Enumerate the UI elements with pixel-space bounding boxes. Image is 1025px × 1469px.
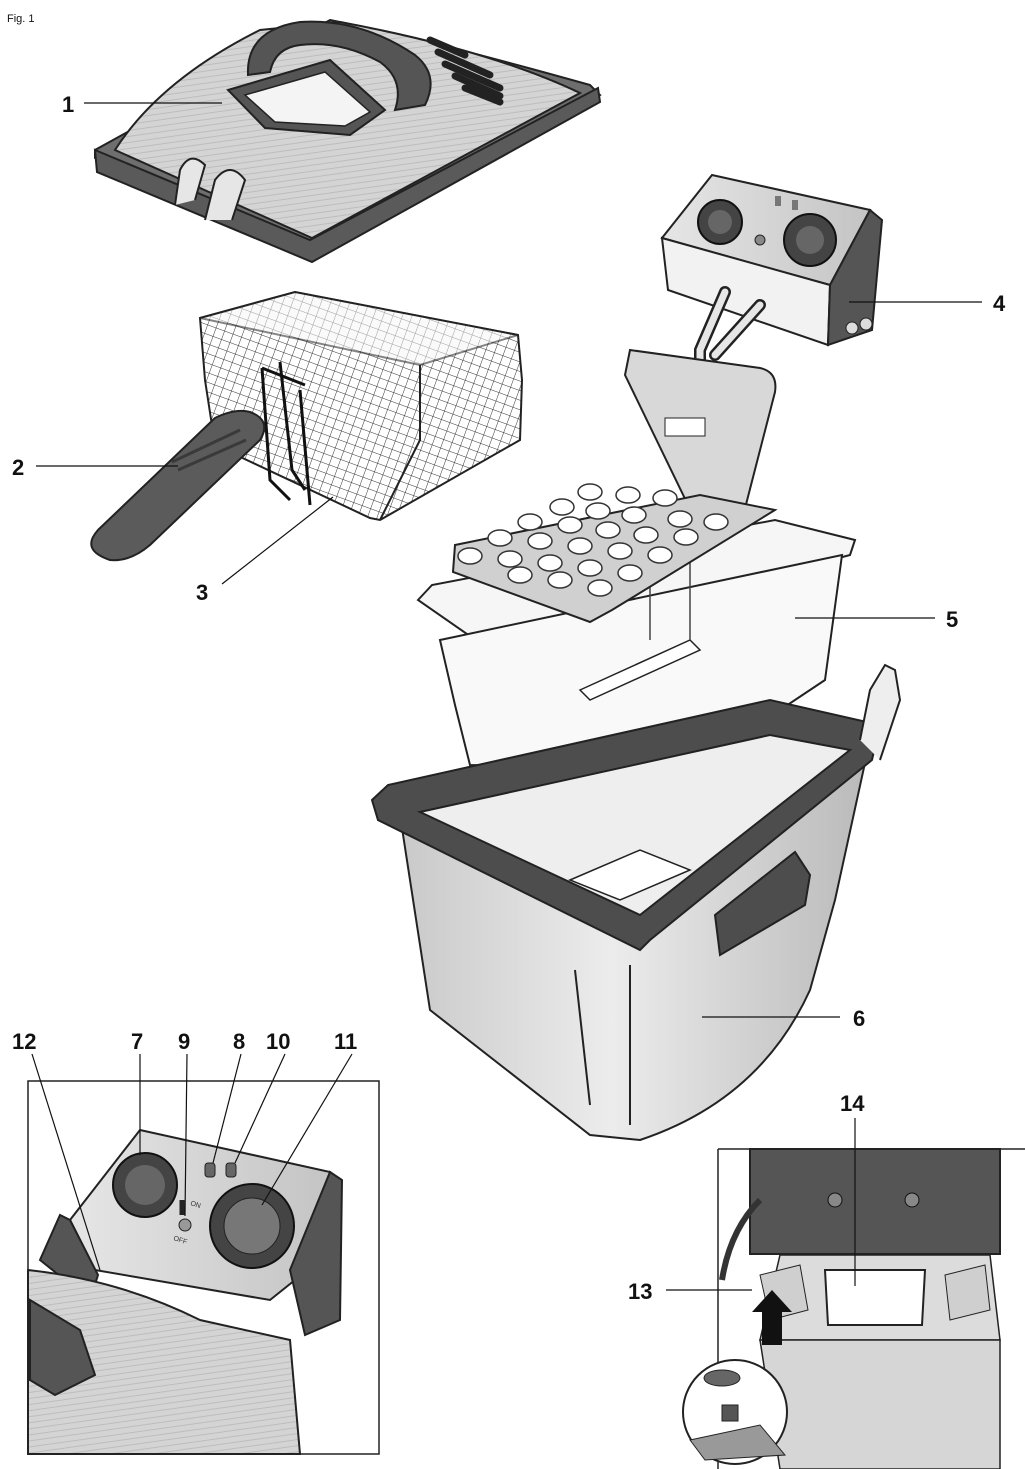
callout-10: 10 bbox=[266, 1029, 290, 1054]
lid-vents bbox=[426, 36, 504, 106]
leader-line-8 bbox=[212, 1053, 242, 1164]
callout-5: 5 bbox=[946, 607, 958, 632]
basket-handle bbox=[90, 409, 266, 562]
inset-control-panel: ON OFF bbox=[27, 1080, 380, 1455]
inset-connection bbox=[682, 1148, 1025, 1469]
leader-line-11 bbox=[261, 1053, 353, 1206]
frying-basket bbox=[198, 290, 524, 522]
leader-lines bbox=[31, 102, 982, 1291]
callout-labels: 1 2 3 4 5 6 7 8 9 10 11 12 13 14 bbox=[12, 92, 1006, 1304]
leader-line-12 bbox=[31, 1053, 101, 1271]
callout-6: 6 bbox=[853, 1006, 865, 1031]
callout-11: 11 bbox=[334, 1029, 357, 1054]
lid bbox=[93, 18, 602, 264]
leader-line-3 bbox=[221, 496, 334, 585]
callout-9: 9 bbox=[178, 1029, 190, 1054]
callout-1: 1 bbox=[62, 92, 74, 117]
callout-13: 13 bbox=[628, 1279, 652, 1304]
figure-caption: Fig. 1 bbox=[7, 13, 35, 25]
off-marking: OFF bbox=[172, 1235, 187, 1246]
callout-14: 14 bbox=[840, 1091, 865, 1116]
leader-line-10 bbox=[234, 1053, 286, 1164]
leader-line-9 bbox=[184, 1053, 188, 1217]
callout-2: 2 bbox=[12, 455, 24, 480]
callout-12: 12 bbox=[12, 1029, 36, 1054]
callout-4: 4 bbox=[993, 291, 1006, 316]
callout-8: 8 bbox=[233, 1029, 245, 1054]
callout-7: 7 bbox=[131, 1029, 143, 1054]
control-unit bbox=[660, 173, 884, 366]
on-marking: ON bbox=[189, 1200, 201, 1210]
fryer-housing bbox=[370, 663, 902, 1142]
heating-element-grid bbox=[451, 348, 778, 624]
callout-3: 3 bbox=[196, 580, 208, 605]
